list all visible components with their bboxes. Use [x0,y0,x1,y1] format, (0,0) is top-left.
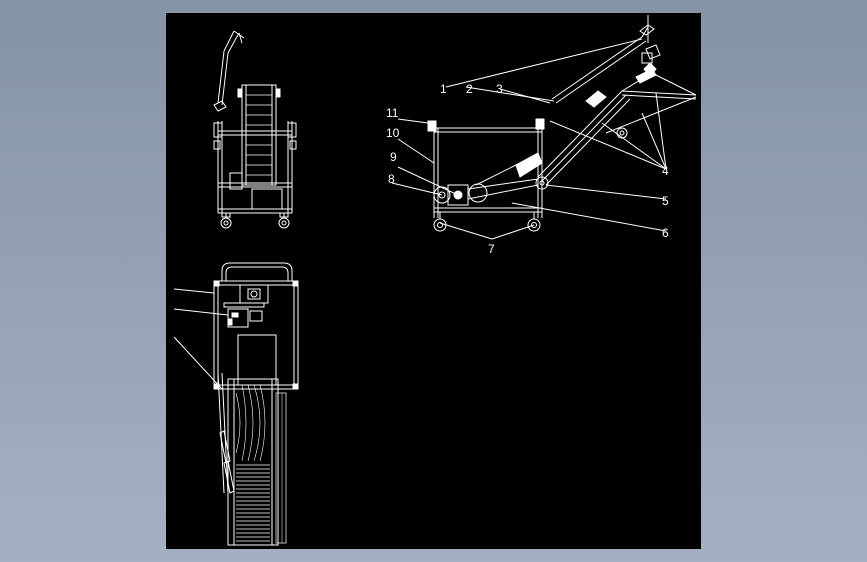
callout-8: 8 [388,172,395,186]
callout-5: 5 [662,194,669,208]
drawing-canvas[interactable]: 1 2 3 4 5 6 7 8 9 10 11 [166,13,701,549]
callout-10: 10 [386,126,400,140]
callout-7: 7 [488,242,495,256]
callout-9: 9 [390,150,397,164]
cad-drawing: 1 2 3 4 5 6 7 8 9 10 11 [173,15,697,546]
side-elevation-view [391,15,697,240]
end-elevation-view [213,30,297,229]
callout-3: 3 [496,82,503,96]
callout-4: 4 [662,164,669,178]
callout-1: 1 [440,82,447,96]
callout-6: 6 [662,226,669,240]
plan-view [173,262,299,546]
callout-2: 2 [466,82,473,96]
callout-labels: 1 2 3 4 5 6 7 8 9 10 11 [386,82,669,256]
callout-11: 11 [386,106,399,120]
